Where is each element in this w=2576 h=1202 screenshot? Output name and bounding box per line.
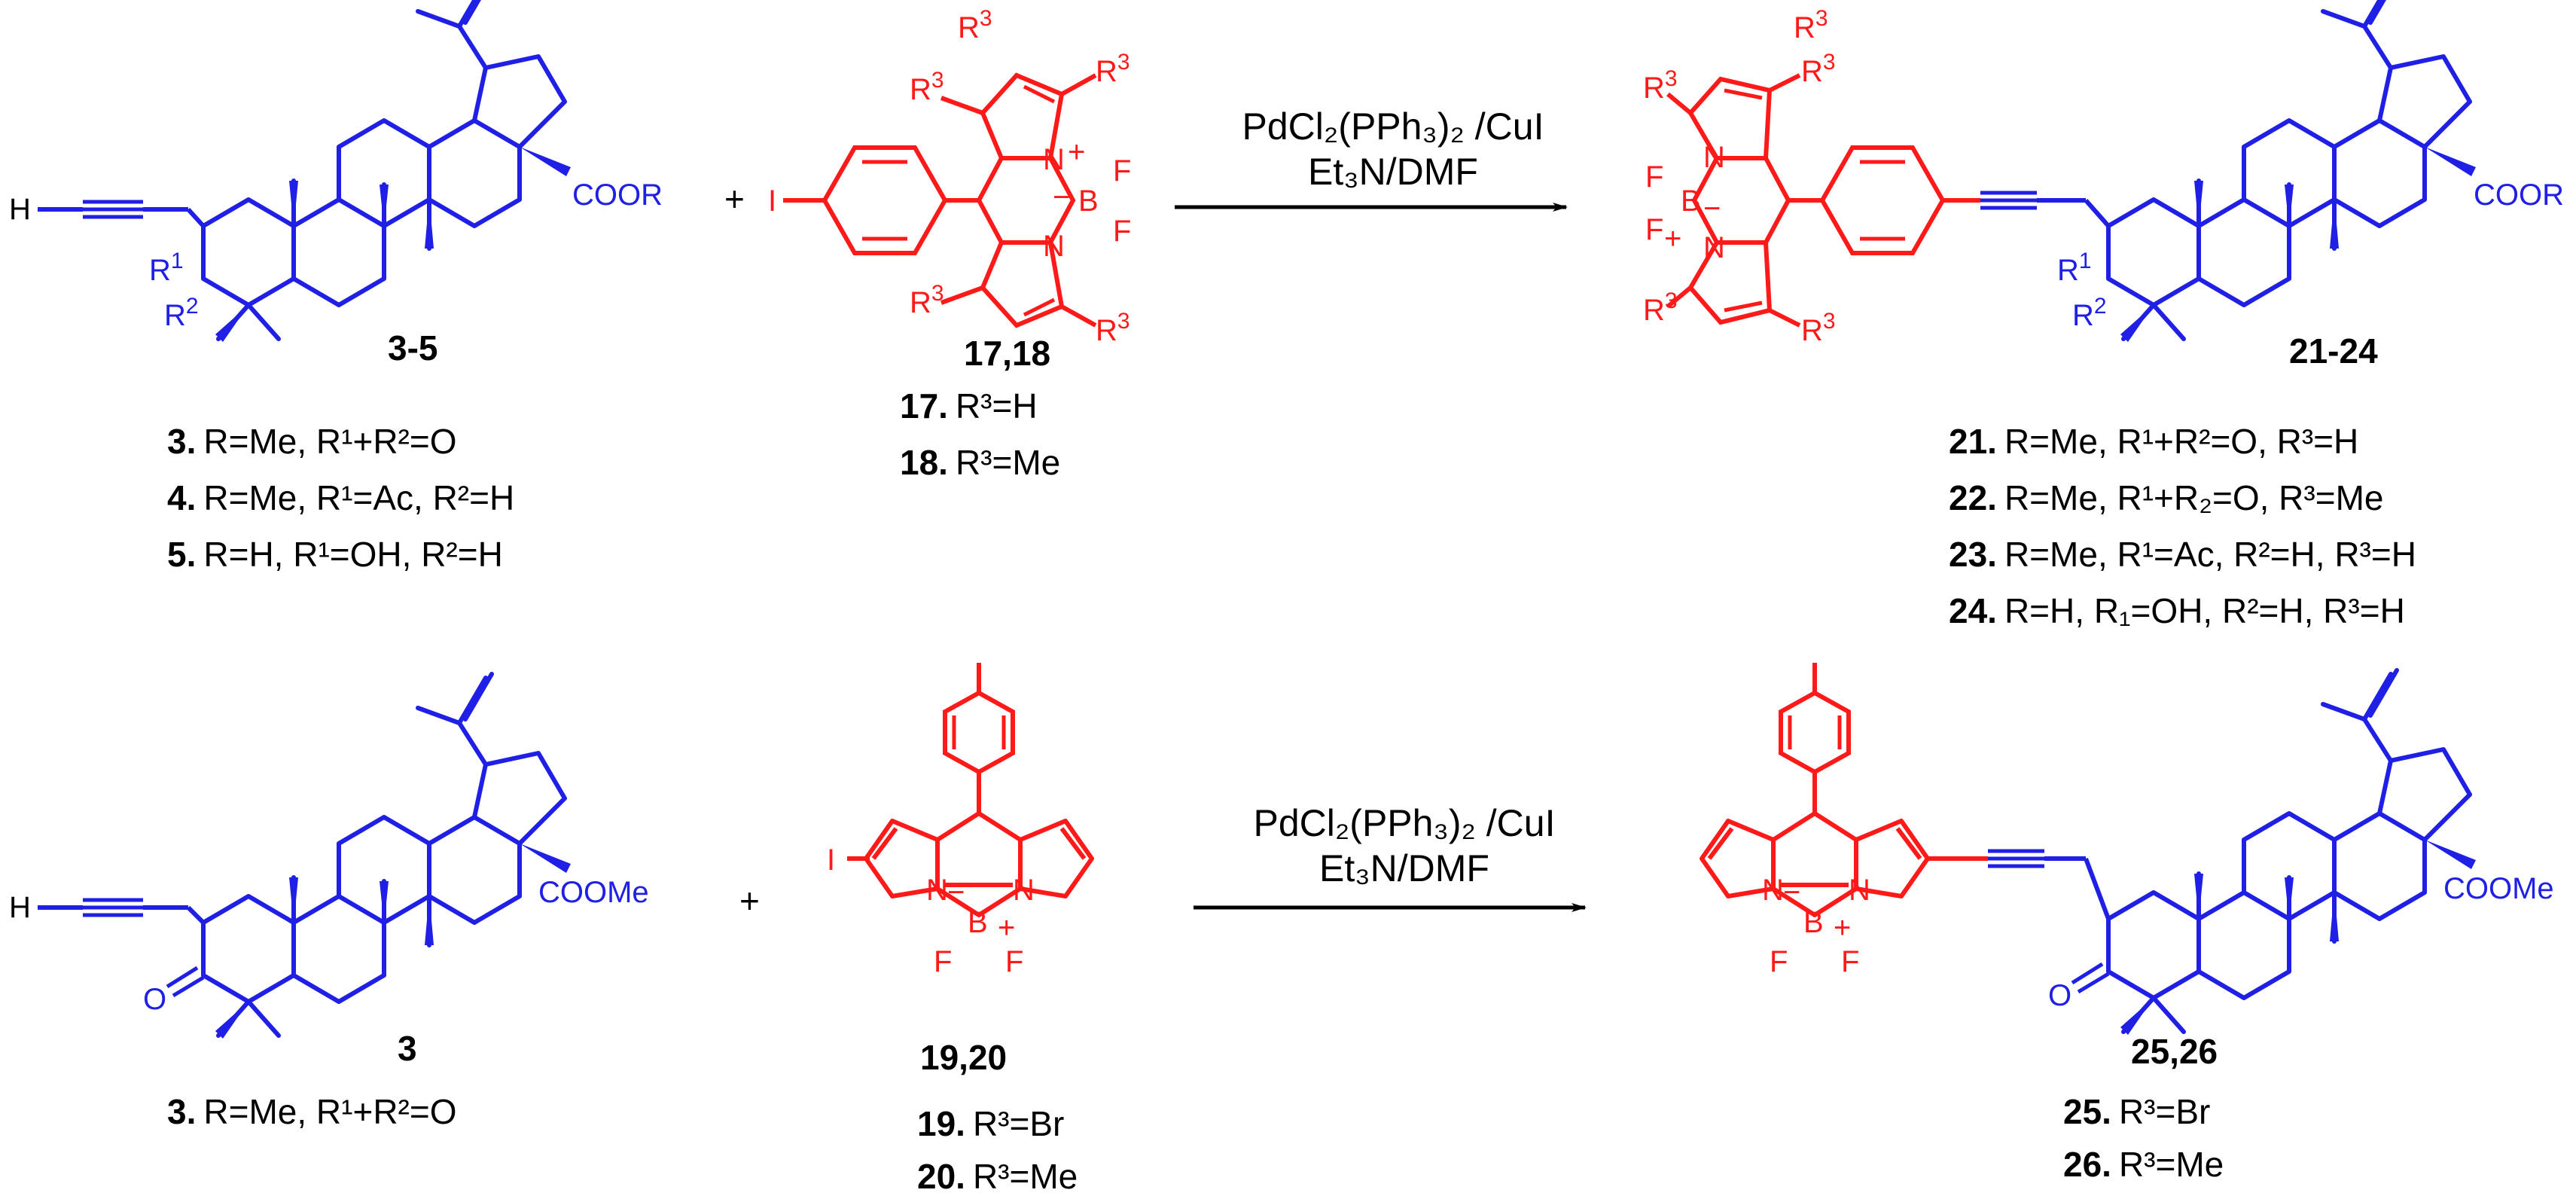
r1-substituent: R1 [149, 249, 184, 287]
svg-text:PdCl₂(PPh₃)₂ /CuI: PdCl₂(PPh₃)₂ /CuI [1242, 105, 1544, 148]
svg-text:N: N [1703, 231, 1725, 264]
svg-text:N: N [1043, 143, 1065, 176]
svg-text:F: F [1645, 160, 1663, 194]
svg-text:N: N [1043, 230, 1065, 263]
svg-text:+: + [998, 911, 1015, 944]
svg-text:COOMe: COOMe [2443, 872, 2554, 905]
reaction-arrow-bottom: PdCl₂(PPh₃)₂ /CuI Et₃N/DMF [1193, 802, 1587, 912]
svg-text:R2: R2 [2072, 294, 2107, 332]
plus-sign-top: + [724, 179, 745, 218]
svg-text:B: B [1803, 906, 1824, 939]
svg-text:R3: R3 [1096, 309, 1130, 347]
svg-text:PdCl₂(PPh₃)₂ /CuI: PdCl₂(PPh₃)₂ /CuI [1254, 802, 1556, 844]
compound-number-17-18: 17,18 [964, 334, 1050, 373]
svg-text:R3: R3 [1096, 50, 1130, 88]
svg-text:−: − [947, 876, 965, 909]
svg-text:22.R=Me, R¹+R₂=O, R³=Me: 22.R=Me, R¹+R₂=O, R³=Me [1949, 478, 2383, 517]
product-bodipy-triterpene-top: R3 R3 R3 R3 N N B − + F F COOR R1 R2 21-… [1643, 0, 2564, 630]
svg-text:5.R=H, R¹=OH, R²=H: 5.R=H, R¹=OH, R²=H [167, 535, 503, 574]
svg-text:21.R=Me, R¹+R²=O, R³=H: 21.R=Me, R¹+R²=O, R³=H [1949, 422, 2358, 461]
svg-text:O: O [143, 983, 166, 1016]
svg-text:F: F [934, 945, 952, 978]
svg-text:R3: R3 [910, 281, 944, 319]
svg-text:COOR: COOR [2474, 178, 2564, 212]
svg-text:R1: R1 [2057, 249, 2092, 287]
r2-substituent: R2 [164, 294, 199, 332]
svg-text:−: − [1703, 192, 1721, 225]
svg-text:F: F [1113, 215, 1131, 248]
reactant-iodophenyl-bodipy: I R3 R3 R3 R3 N N + − B F F 17,18 17.R³=… [768, 50, 1131, 482]
svg-text:+: + [1664, 222, 1681, 255]
svg-text:19.R³=Br: 19.R³=Br [917, 1104, 1064, 1143]
svg-text:+: + [1834, 911, 1851, 944]
svg-text:26.R³=Me: 26.R³=Me [2063, 1145, 2224, 1184]
svg-text:24.R=H, R₁=OH, R²=H, R³=H: 24.R=H, R₁=OH, R²=H, R³=H [1949, 591, 2405, 630]
svg-text:I: I [827, 844, 835, 877]
plus-sign-bottom: + [739, 881, 760, 920]
svg-text:R3: R3 [1643, 288, 1678, 327]
variant-list-3-5: 3.R=Me, R¹+R²=O 4.R=Me, R¹=Ac, R²=H 5.R=… [167, 422, 514, 574]
reactant-triterpene-alkyne-bottom: H O COOMe 3 3.R=Me, R¹+R²=O [9, 674, 649, 1131]
svg-text:O: O [2048, 979, 2071, 1012]
compound-number-19-20: 19,20 [920, 1038, 1007, 1077]
svg-text:N: N [1849, 874, 1870, 907]
svg-text:N: N [926, 874, 948, 907]
reaction-arrow-top: PdCl₂(PPh₃)₂ /CuI Et₃N/DMF [1175, 105, 1568, 212]
compound-number-3-5: 3-5 [388, 328, 437, 368]
product-bodipy-triterpene-bottom: R3 O COOMe N N B − + F F 25,26 25.R³=Br … [1702, 6, 2554, 1184]
svg-text:F: F [1841, 945, 1859, 978]
svg-text:R3: R3 [958, 6, 992, 44]
reactant-triterpene-alkyne-top: H COOR R1 R2 3-5 3.R=Me, R¹+R²=O 4.R=Me,… [9, 0, 663, 574]
svg-text:H: H [9, 891, 31, 924]
svg-text:23.R=Me, R¹=Ac, R²=H, R³=H: 23.R=Me, R¹=Ac, R²=H, R³=H [1949, 535, 2416, 574]
svg-text:F: F [1770, 945, 1788, 978]
iodine-atom: I [768, 185, 776, 218]
svg-text:−: − [1053, 181, 1070, 214]
compound-number-3: 3 [398, 1029, 417, 1068]
svg-text:B: B [968, 906, 988, 939]
svg-text:18.R³=Me: 18.R³=Me [900, 443, 1060, 482]
variant-list-21-24: 21.R=Me, R¹+R²=O, R³=H 22.R=Me, R¹+R₂=O,… [1949, 422, 2416, 630]
svg-text:F: F [1645, 213, 1663, 246]
svg-text:4.R=Me, R¹=Ac, R²=H: 4.R=Me, R¹=Ac, R²=H [167, 478, 514, 517]
svg-text:20.R³=Me: 20.R³=Me [917, 1157, 1078, 1196]
svg-text:R3: R3 [1643, 66, 1678, 105]
svg-text:+: + [1068, 136, 1085, 169]
svg-text:17.R³=H: 17.R³=H [900, 386, 1038, 426]
svg-text:3.R=Me, R¹+R²=O: 3.R=Me, R¹+R²=O [167, 1092, 457, 1131]
compound-number-25-26: 25,26 [2131, 1032, 2218, 1071]
svg-text:F: F [1113, 154, 1131, 188]
svg-text:Et₃N/DMF: Et₃N/DMF [1319, 847, 1489, 889]
reactant-iodo-bodipy: R3 I N N B − + F F 19,20 19.R³=Br 20.R³=… [827, 6, 1092, 1196]
svg-text:−: − [1783, 876, 1800, 909]
svg-text:R3: R3 [1794, 6, 1828, 44]
svg-text:N: N [1013, 874, 1035, 907]
svg-text:Et₃N/DMF: Et₃N/DMF [1308, 151, 1478, 193]
svg-text:N: N [1762, 874, 1784, 907]
svg-text:R3: R3 [1801, 309, 1836, 347]
svg-text:COOMe: COOMe [538, 876, 649, 909]
svg-text:3.R=Me, R¹+R²=O: 3.R=Me, R¹+R²=O [167, 422, 457, 461]
svg-text:R3: R3 [910, 68, 944, 106]
svg-text:B: B [1681, 185, 1701, 218]
svg-text:R3: R3 [1801, 50, 1836, 88]
hydrogen-atom: H [9, 193, 31, 226]
svg-text:N: N [1703, 141, 1725, 174]
ester-group: COOR [572, 178, 663, 212]
compound-number-21-24: 21-24 [2289, 331, 2378, 371]
svg-text:B: B [1078, 185, 1099, 218]
svg-text:F: F [1005, 945, 1023, 978]
svg-text:25.R³=Br: 25.R³=Br [2063, 1092, 2210, 1131]
